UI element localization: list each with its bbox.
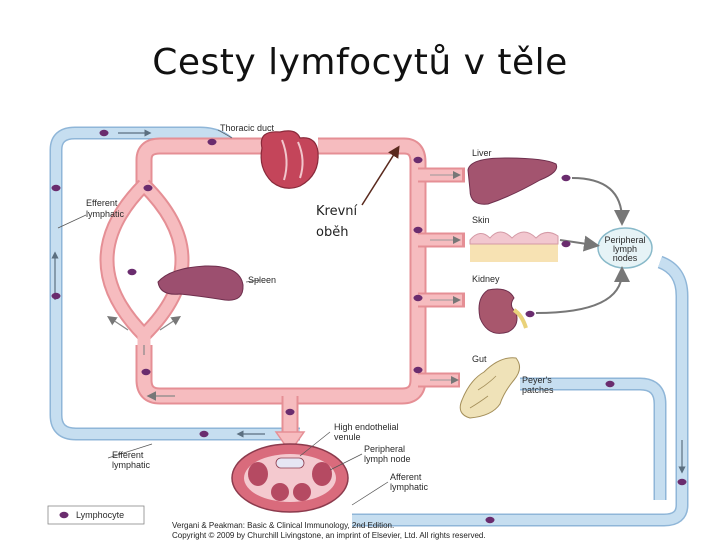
peripheral-lymph-node — [231, 443, 349, 513]
label-efferent-lymphatic-top-2: lymphatic — [86, 209, 125, 219]
label-peyers-1: Peyer's — [522, 375, 552, 385]
blood-vessels — [99, 137, 465, 454]
label-hev-1: High endothelial — [334, 422, 399, 432]
label-peyers-2: patches — [522, 385, 554, 395]
spleen — [157, 265, 244, 301]
gut — [459, 357, 520, 419]
label-peripheral-nodes-2: lymph — [613, 244, 637, 254]
legend-lymphocyte-label: Lymphocyte — [76, 510, 124, 520]
label-afferent-2: lymphatic — [390, 482, 429, 492]
label-liver: Liver — [472, 148, 492, 158]
legend-lymphocyte-swatch — [59, 511, 69, 519]
liver — [467, 157, 558, 205]
annotation-krevni: Krevní — [316, 204, 358, 219]
label-spleen: Spleen — [248, 275, 276, 285]
label-efferent-lymphatic-bottom-1: Efferent — [112, 450, 144, 460]
leader-lines — [57, 129, 389, 506]
annotation-obeh: oběh — [316, 225, 348, 240]
skin — [469, 231, 559, 262]
liver-to-nodes-arrow — [571, 177, 630, 226]
label-afferent-1: Afferent — [390, 472, 422, 482]
credits-line-2: Copyright © 2009 by Churchill Livingston… — [172, 531, 486, 540]
credits-line-1: Vergani & Peakman: Basic & Clinical Immu… — [172, 521, 394, 530]
label-efferent-lymphatic-top-1: Efferent — [86, 198, 118, 208]
legend: Lymphocyte — [47, 505, 145, 525]
label-thoracic-duct: Thoracic duct — [220, 123, 275, 133]
label-efferent-lymphatic-bottom-2: lymphatic — [112, 460, 151, 470]
heart — [260, 130, 319, 189]
label-kidney: Kidney — [472, 274, 500, 284]
slide-title: Cesty lymfocytů v těle — [152, 42, 568, 83]
lymph-vessels — [49, 126, 689, 527]
kidney-to-nodes-arrow — [535, 266, 630, 314]
label-skin: Skin — [472, 215, 490, 225]
label-peripheral-nodes-3: nodes — [613, 253, 638, 263]
lymphocyte-dots — [51, 129, 687, 524]
label-gut: Gut — [472, 354, 487, 364]
label-hev-2: venule — [334, 432, 361, 442]
label-peripheral-node-1: Peripheral — [364, 444, 405, 454]
kidney — [478, 288, 528, 334]
label-peripheral-node-2: lymph node — [364, 454, 411, 464]
label-peripheral-nodes-1: Peripheral — [604, 235, 645, 245]
krevni-obeh-arrow — [361, 145, 400, 206]
